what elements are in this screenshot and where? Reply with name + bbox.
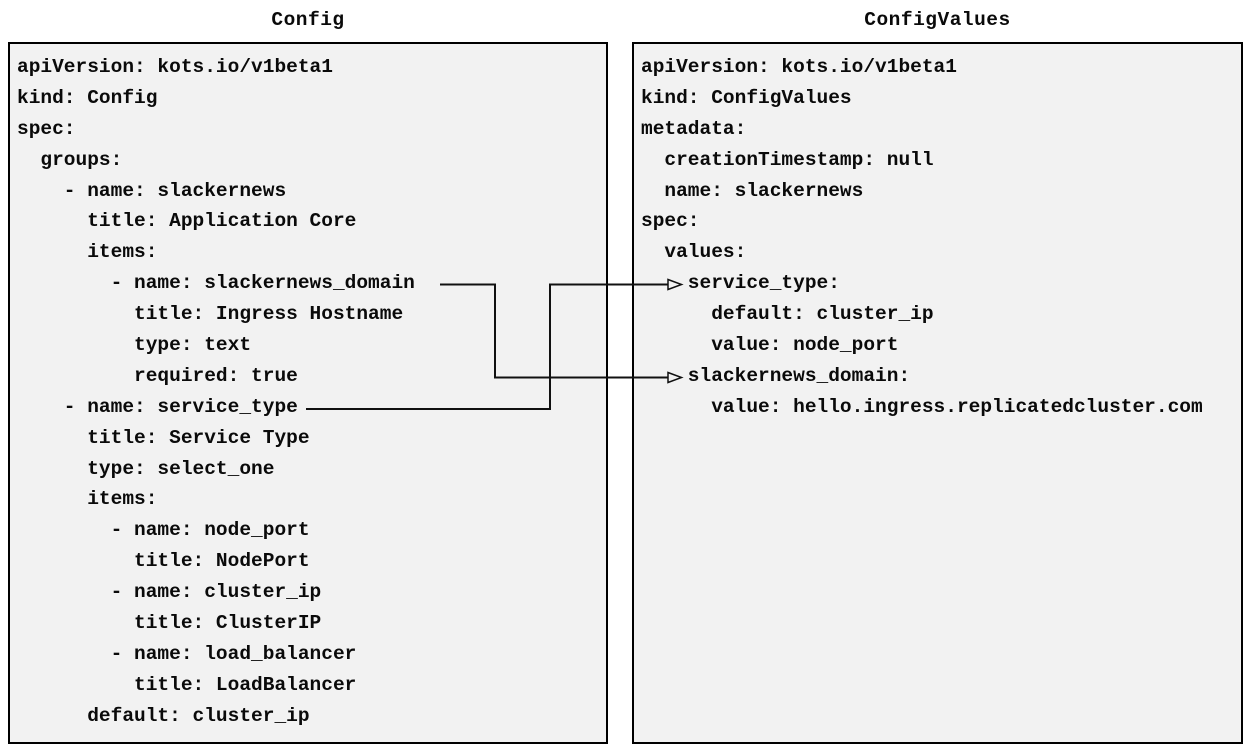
config-panel-title: Config (271, 9, 345, 31)
config-yaml-code: apiVersion: kots.io/v1beta1 kind: Config… (10, 44, 606, 732)
configvalues-yaml-code: apiVersion: kots.io/v1beta1 kind: Config… (634, 44, 1241, 423)
yaml-line: value: node_port (641, 334, 899, 357)
yaml-line: creationTimestamp: null (641, 148, 934, 171)
yaml-line-service-type-source: - name: service_type (17, 395, 298, 418)
configvalues-panel-title: ConfigValues (864, 9, 1011, 31)
yaml-line-slackernews-domain-source: - name: slackernews_domain (17, 272, 415, 295)
yaml-line: kind: Config (17, 86, 158, 109)
yaml-line: title: ClusterIP (17, 612, 322, 635)
config-panel: apiVersion: kots.io/v1beta1 kind: Config… (8, 42, 608, 744)
yaml-line: - name: cluster_ip (17, 581, 322, 604)
yaml-line: spec: (17, 117, 76, 140)
yaml-line: - name: slackernews (17, 179, 287, 202)
yaml-line: default: cluster_ip (17, 704, 310, 727)
yaml-line-slackernews-domain-target: slackernews_domain: (641, 364, 911, 387)
yaml-line: metadata: (641, 117, 747, 140)
yaml-line: spec: (641, 210, 700, 233)
yaml-line: apiVersion: kots.io/v1beta1 (17, 56, 333, 78)
yaml-line: values: (641, 241, 747, 264)
yaml-line: groups: (17, 148, 123, 171)
yaml-line: items: (17, 241, 158, 264)
yaml-line: name: slackernews (641, 179, 864, 202)
yaml-line: type: select_one (17, 457, 275, 480)
configvalues-panel: apiVersion: kots.io/v1beta1 kind: Config… (632, 42, 1243, 744)
yaml-line: required: true (17, 364, 298, 387)
yaml-line: title: Application Core (17, 210, 357, 233)
yaml-line: items: (17, 488, 158, 511)
yaml-line-service-type-target: service_type: (641, 272, 840, 295)
yaml-line: value: hello.ingress.replicatedcluster.c… (641, 395, 1203, 418)
yaml-line: default: cluster_ip (641, 303, 934, 326)
yaml-line: title: NodePort (17, 550, 310, 573)
yaml-line: title: Service Type (17, 426, 310, 449)
yaml-line: type: text (17, 334, 252, 357)
yaml-line: - name: node_port (17, 519, 310, 542)
yaml-line: kind: ConfigValues (641, 86, 852, 109)
yaml-line: - name: load_balancer (17, 642, 357, 665)
yaml-line: apiVersion: kots.io/v1beta1 (641, 56, 957, 78)
yaml-line: title: Ingress Hostname (17, 303, 404, 326)
yaml-line: title: LoadBalancer (17, 673, 357, 696)
